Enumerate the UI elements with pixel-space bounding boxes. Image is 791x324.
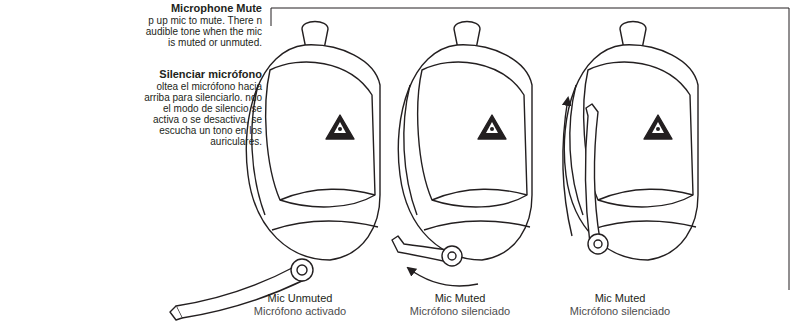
heading: Microphone Mute [140,2,262,14]
earcup [398,22,532,261]
state-caption: Mic Muted [560,292,680,304]
state-caption: Micrófono silenciado [560,305,680,317]
earcup [246,22,380,261]
state-caption: Mic Muted [400,292,520,304]
mic-boom [392,236,462,266]
mic-boom [585,104,608,254]
state-caption: Micrófono silenciado [400,305,520,317]
motion-arrow [563,98,572,236]
state-caption: Mic Unmuted [240,292,360,304]
instruction-text: p up mic to mute. There n audible tone w… [140,15,262,48]
state-caption: Micrófono activado [240,305,360,317]
motion-arrow [408,268,478,286]
heading: Silenciar micrófono [140,68,262,80]
instruction-text: oltea el micrófono hacia arriba para sil… [140,81,262,147]
earcup [564,22,698,261]
